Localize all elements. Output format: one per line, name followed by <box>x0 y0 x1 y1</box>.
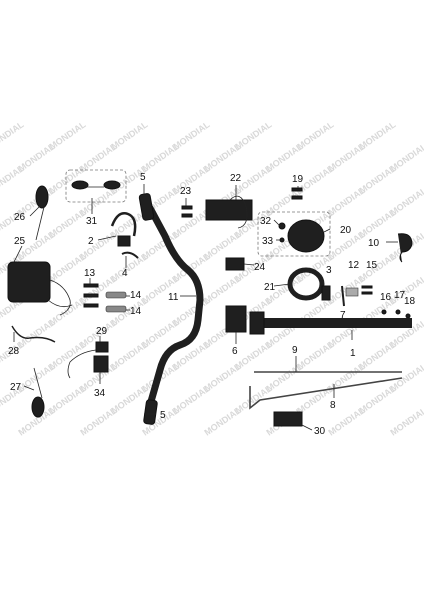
headlight <box>287 219 325 253</box>
bolt-set <box>83 283 99 308</box>
callout-24: 24 <box>254 262 266 273</box>
part-30 <box>273 411 303 427</box>
callout-25: 25 <box>14 236 26 247</box>
part-24 <box>225 257 245 271</box>
mirror-left-bottom <box>31 396 45 418</box>
rod-8 <box>249 377 403 410</box>
brake-clamp <box>110 212 137 237</box>
callout-19: 19 <box>292 174 304 185</box>
cable-28 <box>11 325 56 343</box>
callout-26: 26 <box>14 212 26 223</box>
callout-18: 18 <box>404 296 416 307</box>
small-mirror-left <box>71 180 89 190</box>
callout-15: 15 <box>366 260 378 271</box>
switch-34 <box>93 355 109 373</box>
callout-17: 17 <box>394 290 406 301</box>
lever-block <box>117 235 131 247</box>
clamp-6 <box>225 305 247 333</box>
callout-11: 11 <box>168 292 179 303</box>
callout-21: 21 <box>264 282 276 293</box>
callout-33: 33 <box>262 236 274 247</box>
switch-29 <box>95 341 109 353</box>
callout-4: 4 <box>122 268 128 279</box>
callout-13: 13 <box>84 268 96 279</box>
callout-2: 2 <box>88 236 94 247</box>
callout-32: 32 <box>260 216 272 227</box>
handlebar <box>146 204 204 409</box>
headlight-set-box <box>257 211 331 257</box>
callout-7: 7 <box>340 310 346 321</box>
mirror-set-box <box>65 169 127 203</box>
watermark-text: MONDIAL <box>388 405 424 438</box>
bracket-upper <box>105 291 127 299</box>
callout-30: 30 <box>314 426 326 437</box>
part-3 <box>321 285 331 301</box>
callout-3: 3 <box>326 265 332 276</box>
lever <box>121 251 139 259</box>
part-12 <box>345 287 359 297</box>
watermark-text: MONDIAL <box>0 119 26 152</box>
callout-10: 10 <box>368 238 380 249</box>
watermark-text: MONDIAL <box>202 405 243 438</box>
steering-tube <box>252 318 412 328</box>
part-10 <box>397 233 413 263</box>
callout-34: 34 <box>94 388 106 399</box>
callout-27: 27 <box>10 382 22 393</box>
callout-6: 6 <box>232 346 238 357</box>
watermark-text: MONDIAL <box>78 405 119 438</box>
mirror-left-top <box>35 185 49 209</box>
callout-9: 9 <box>292 345 298 356</box>
small-mirror-right <box>103 180 121 190</box>
callout-14-upper: 14 <box>130 290 142 301</box>
callout-22: 22 <box>230 173 242 184</box>
callout-1: 1 <box>350 348 356 359</box>
bracket-lower <box>105 305 127 313</box>
callout-23: 23 <box>180 186 192 197</box>
callout-16: 16 <box>380 292 392 303</box>
callout-28: 28 <box>8 346 20 357</box>
callout-5-top: 5 <box>140 172 146 183</box>
callout-14-lower: 14 <box>130 306 142 317</box>
callout-12: 12 <box>348 260 360 271</box>
callout-29: 29 <box>96 326 108 337</box>
callout-31: 31 <box>86 216 98 227</box>
part-7 <box>341 285 345 307</box>
grip-bottom <box>143 399 158 425</box>
switch-housing <box>7 261 51 303</box>
callout-8: 8 <box>330 400 336 411</box>
watermark-text: MONDIAL <box>0 163 26 196</box>
callout-5-bottom: 5 <box>160 410 166 421</box>
instrument-bracket <box>205 199 253 221</box>
callout-20: 20 <box>340 225 352 236</box>
callout-labels: 1 2 3 4 5 5 6 7 8 9 10 11 12 13 14 14 15… <box>8 172 416 437</box>
